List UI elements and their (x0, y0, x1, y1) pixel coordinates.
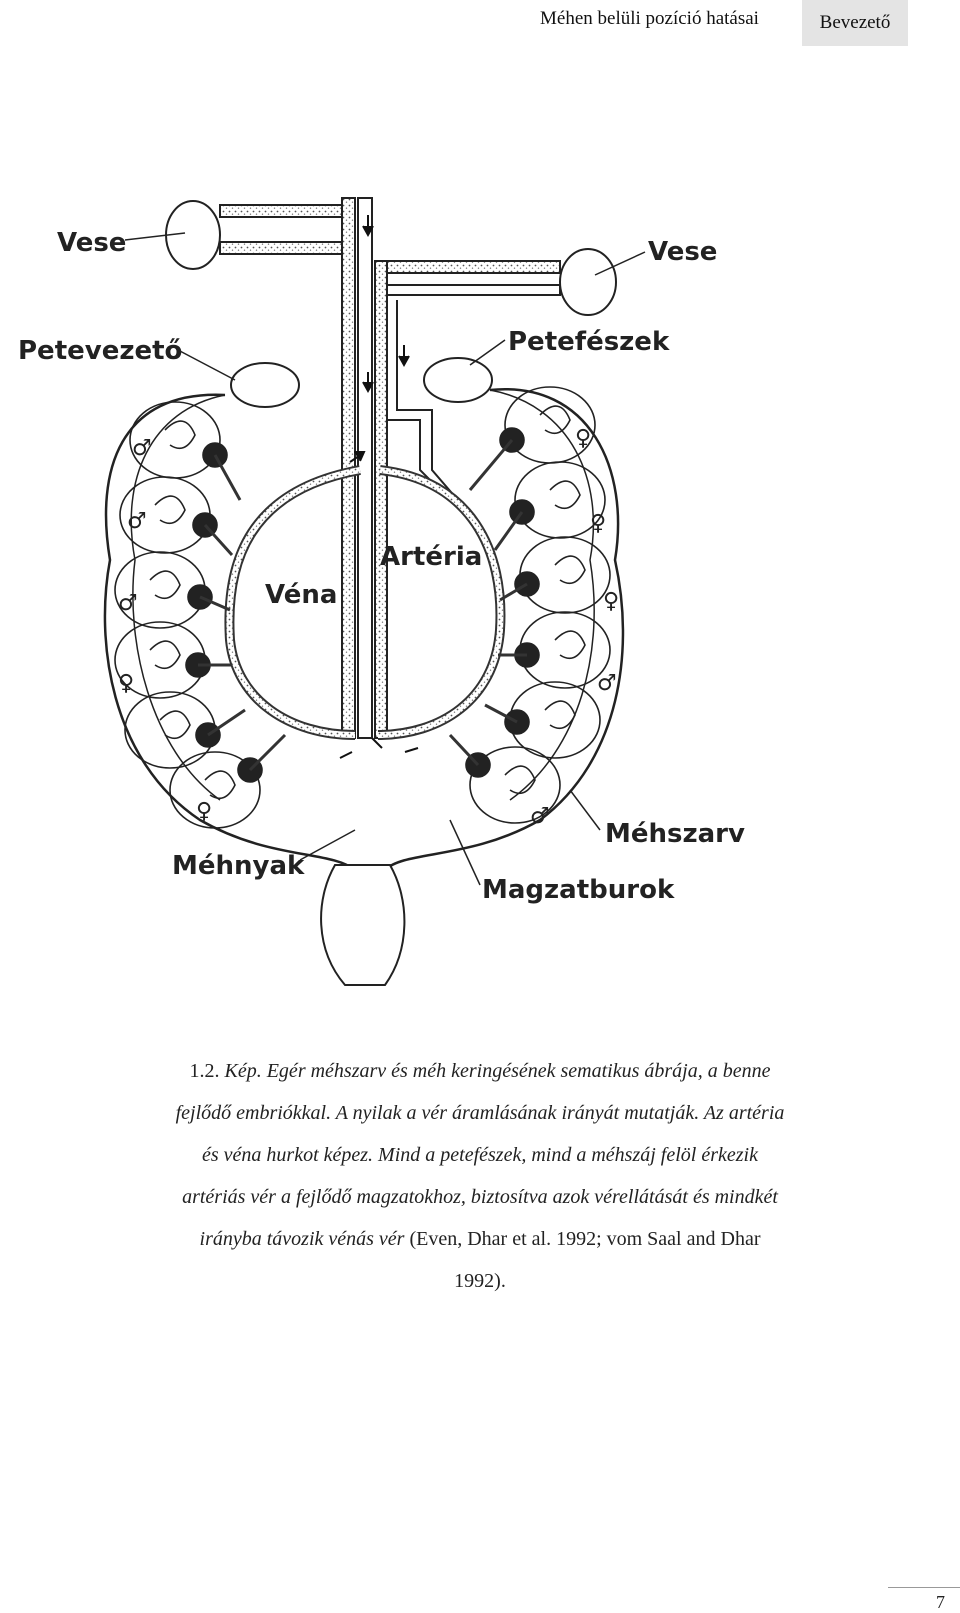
flow-arrow (339, 751, 353, 759)
caption-line-3: és véna hurkot képez. Mind a petefészek,… (202, 1144, 758, 1166)
label-petefeszek: Petefészek (508, 327, 670, 357)
embryo-sac-right-1 (499, 386, 596, 464)
kidney-right (559, 248, 617, 316)
uterine-horn-right (384, 387, 625, 871)
flow-arrow (362, 215, 374, 238)
caption-line-4: artériás vér a fejlődő magzatokhoz, bizt… (182, 1186, 778, 1208)
label-vese-right: Vese (648, 237, 717, 267)
embryo-sac-right-4 (514, 611, 611, 689)
footer-rule (888, 1587, 960, 1588)
female-symbol: ♀ (590, 511, 606, 536)
caption-line-1: Egér méhszarv és méh keringésének semati… (266, 1060, 771, 1082)
cervix (320, 864, 406, 986)
uterine-circulation-diagram: ♂ ♂ ♂ ♀ ♀ ♀ ♀ ♀ ♂ ♂ Vese Vese Petevezető… (18, 197, 745, 986)
caption-line-5-italic: irányba távozik vénás vér (199, 1228, 405, 1250)
flow-arrow (398, 345, 410, 368)
caption-line-2: fejlődő embriókkal. A nyilak a vér áraml… (175, 1102, 785, 1124)
caption-citation: (Even, Dhar et al. 1992; vom Saal and Dh… (409, 1228, 761, 1250)
flow-arrow (371, 737, 383, 749)
label-vese-left: Vese (57, 228, 126, 258)
label-magzatburok: Magzatburok (482, 875, 675, 905)
section-tab: Bevezető (802, 0, 908, 46)
female-symbol: ♀ (196, 799, 212, 824)
embryo-sac-right-3 (514, 536, 611, 614)
female-symbol: ♀ (118, 671, 134, 696)
embryo-sac-left-6 (169, 751, 263, 829)
flow-arrow (349, 451, 366, 463)
label-arteria: Artéria (380, 542, 482, 572)
male-symbol: ♂ (530, 804, 550, 829)
artery-loop (377, 465, 506, 740)
caption-line-6: 1992). (454, 1270, 506, 1292)
male-symbol: ♂ (127, 509, 147, 534)
label-mehszarv: Méhszarv (605, 819, 745, 849)
flow-arrow (404, 747, 419, 753)
male-symbol: ♂ (132, 436, 152, 461)
female-symbol: ♀ (575, 426, 591, 451)
caption-label: 1.2. (189, 1060, 220, 1082)
embryo-sac-left-3 (114, 551, 213, 629)
flow-arrow (362, 372, 374, 394)
male-symbol: ♂ (597, 671, 617, 696)
label-mehnyak: Méhnyak (172, 851, 305, 881)
male-symbol: ♂ (118, 591, 138, 616)
label-vena: Véna (265, 580, 337, 610)
page-number: 7 (936, 1592, 945, 1612)
label-petevezeto: Petevezető (18, 336, 182, 366)
female-symbol: ♀ (603, 589, 619, 614)
caption-kep: Kép. (224, 1060, 262, 1082)
running-header-title: Méhen belüli pozíció hatásai (540, 8, 759, 29)
uterine-horn-left (103, 393, 356, 871)
figure-caption: 1.2. Kép. Egér méhszarv és méh keringésé… (0, 1050, 960, 1302)
